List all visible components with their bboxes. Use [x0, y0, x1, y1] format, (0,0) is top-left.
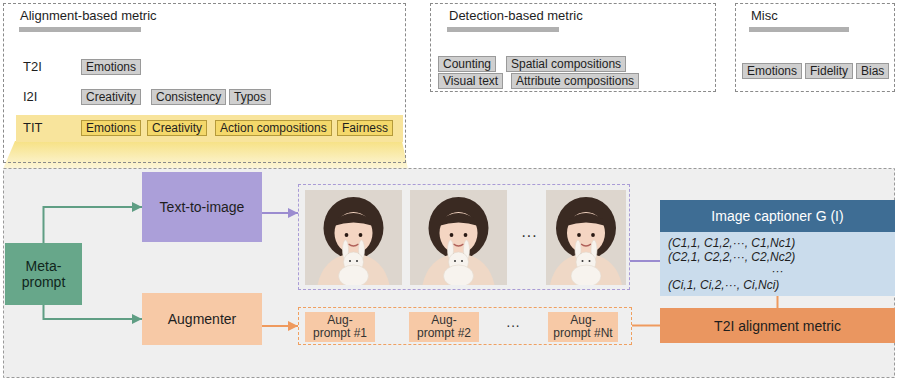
- metric-tag: Fairness: [337, 120, 393, 136]
- metric-tag: Emotions: [81, 120, 141, 136]
- node-text: Creativity: [86, 91, 136, 103]
- heading-bar: [447, 27, 559, 32]
- heading-bar: [19, 27, 141, 32]
- metric-tag: Fidelity: [805, 63, 853, 79]
- connector: [262, 325, 298, 327]
- group-box: MiscEmotions Fidelity Bias: [735, 3, 895, 92]
- metric-tag: Visual text: [438, 73, 503, 89]
- node-text: (C1,1, C1,2,···, C1,Nc1): [668, 236, 887, 250]
- metric-tag: Consistency: [151, 89, 226, 105]
- metric-tag: Typos: [229, 89, 271, 105]
- node-text: Emotions: [86, 122, 136, 134]
- prompt-box: Aug-prompt #2: [409, 312, 479, 342]
- node-text: ···: [668, 264, 887, 278]
- node-text: Emotions: [86, 61, 136, 73]
- node-text: Typos: [234, 91, 266, 103]
- model-box: Image captioner G (I): [660, 200, 895, 232]
- node-label: T2I: [23, 59, 42, 74]
- node-text: Aug-prompt #1: [309, 314, 371, 340]
- node-text: Text-to-image: [160, 199, 245, 215]
- node-text: Fidelity: [810, 65, 848, 77]
- node-text: Augmenter: [168, 311, 236, 327]
- node-text: Attribute compositions: [516, 75, 634, 87]
- node-text: Consistency: [156, 91, 221, 103]
- prompt-box: Aug-prompt #1: [305, 312, 375, 342]
- group-box: Alignment-based metricT2II2IEmotionsCrea…: [3, 3, 406, 163]
- prompt-group: ··· Aug-prompt #1 Aug-prompt #2 Aug-prompt …: [298, 307, 632, 345]
- photo: [409, 190, 509, 287]
- node-text: Meta-prompt: [9, 258, 78, 290]
- process-box: Meta-prompt: [5, 243, 82, 305]
- metric-tag: Bias: [856, 63, 889, 79]
- node-text: Aug-prompt #Nt: [552, 314, 614, 340]
- node-text: T2I alignment metric: [714, 318, 841, 334]
- metric-tag: Spatial compositions: [506, 56, 626, 72]
- metric-tag: Emotions: [742, 63, 802, 79]
- highlight-band: TIT Emotions Creativity Action compositions…: [16, 115, 403, 142]
- group-heading: Misc: [751, 8, 778, 23]
- caption-list: (C1,1, C1,2,···, C1,Nc1)(C2,1, C2,2,···,…: [660, 232, 895, 296]
- node-text: (Ci,1, Ci,2,···, Ci,Nci): [668, 278, 887, 292]
- process-box: Text-to-image: [142, 172, 262, 242]
- node-text: Visual text: [443, 75, 498, 87]
- metric-tag: Action compositions: [215, 120, 332, 136]
- zoom-highlight: [3, 141, 408, 169]
- metric-tag: Counting: [438, 56, 496, 72]
- node-label: TIT: [23, 120, 43, 135]
- node-text: Bias: [861, 65, 884, 77]
- node-text: (C2,1, C2,2,···, C2,Nc2): [668, 250, 887, 264]
- node-label: ···: [521, 227, 537, 245]
- connector: [262, 212, 298, 214]
- metric-tag: Attribute compositions: [511, 73, 639, 89]
- node-text: Aug-prompt #2: [413, 314, 475, 340]
- group-box: Detection-based metricCounting Spatial co…: [430, 3, 716, 92]
- pipeline-panel: [4, 169, 895, 378]
- connector: [632, 325, 660, 327]
- process-box: T2I alignment metric: [660, 308, 895, 343]
- prompt-box: Aug-prompt #Nt: [548, 312, 618, 342]
- connector: [44, 305, 143, 319]
- node-text: Counting: [443, 58, 491, 70]
- metric-tag: Creativity: [147, 120, 207, 136]
- node-text: Action compositions: [220, 122, 327, 134]
- photo: [536, 190, 636, 287]
- group-heading: Detection-based metric: [449, 8, 583, 23]
- connector: [777, 296, 779, 308]
- metric-tag: Creativity: [81, 89, 141, 105]
- connector: [630, 260, 660, 262]
- node-text: Image captioner G (I): [711, 208, 843, 224]
- group-heading: Alignment-based metric: [20, 8, 157, 23]
- node-text: Creativity: [152, 122, 202, 134]
- node-text: Emotions: [747, 65, 797, 77]
- node-label: I2I: [23, 89, 37, 104]
- process-box: Augmenter: [142, 293, 262, 345]
- image-group: ···: [298, 184, 630, 290]
- node-text: Fairness: [342, 122, 388, 134]
- connector: [44, 207, 143, 243]
- photo: [304, 190, 404, 287]
- heading-bar: [749, 27, 849, 32]
- metric-tag: Emotions: [81, 59, 141, 75]
- node-text: Spatial compositions: [511, 58, 621, 70]
- node-label: ···: [506, 317, 520, 333]
